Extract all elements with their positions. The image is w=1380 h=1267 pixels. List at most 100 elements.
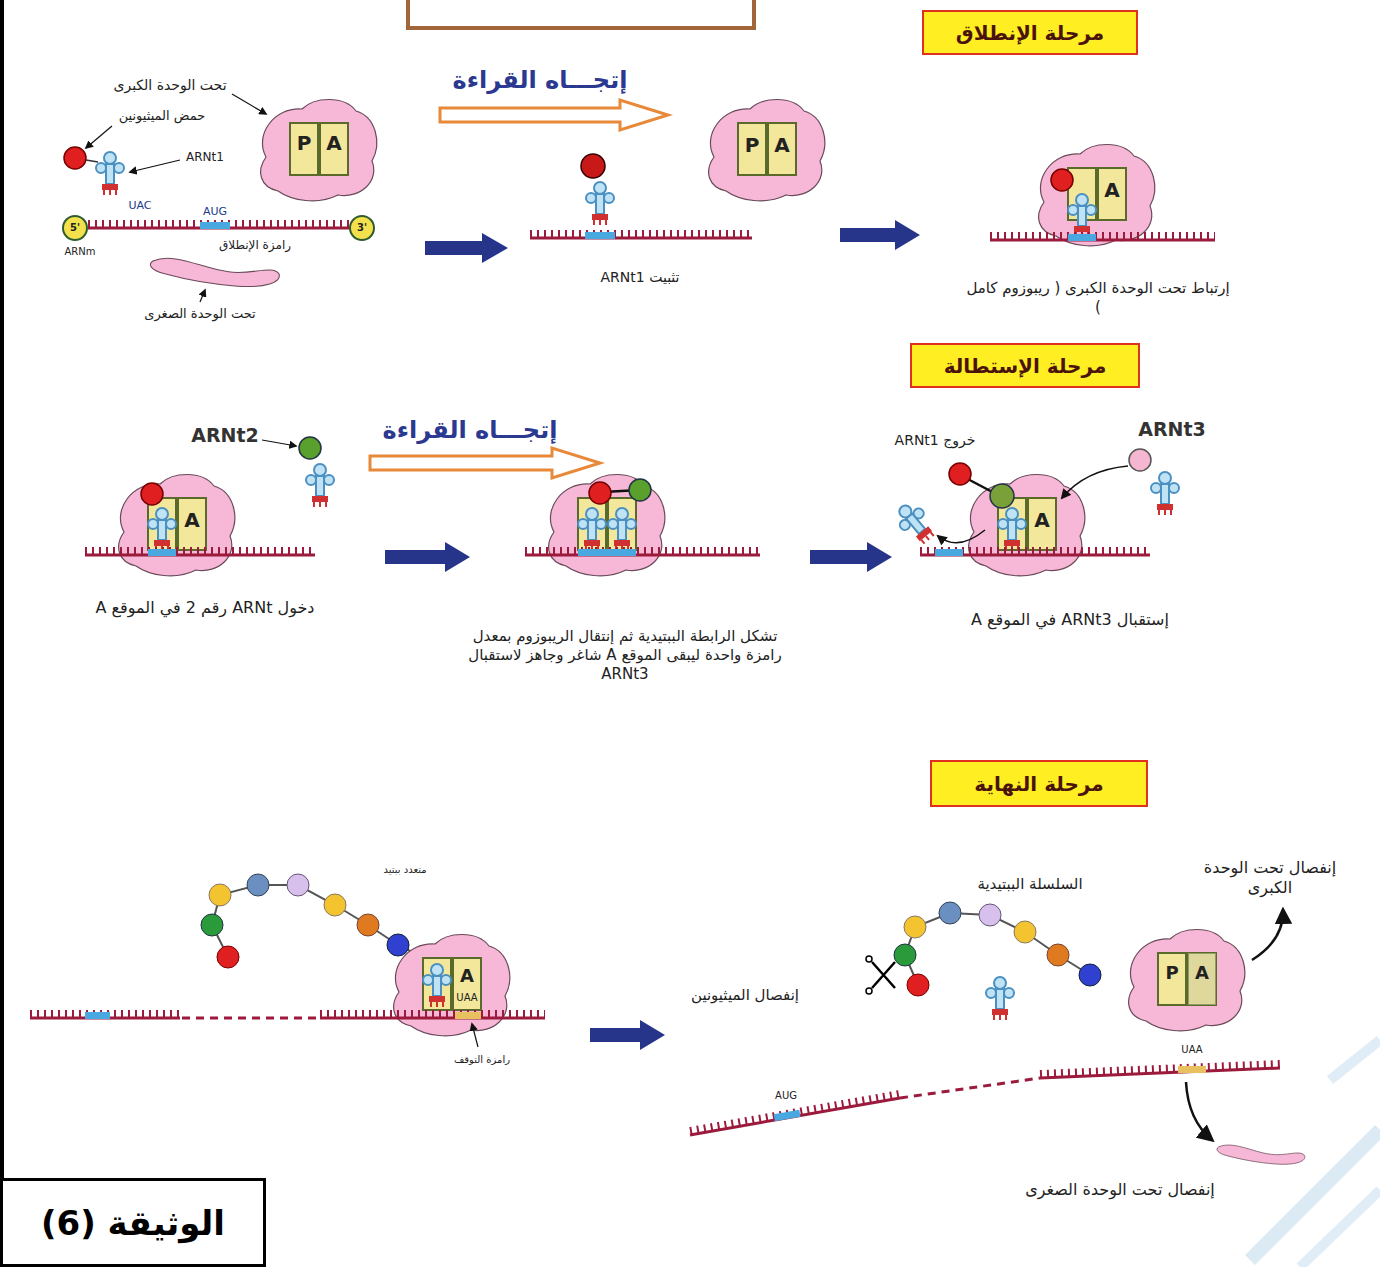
stage-box: مرحلة الإستطالة — [910, 343, 1140, 388]
trna-label: ARNt3 — [1138, 418, 1206, 442]
step-arrow — [425, 233, 508, 263]
termination-step-2 — [907, 974, 929, 996]
site-letter: A — [460, 965, 474, 988]
document-number: الوثيقة (6) — [41, 1203, 225, 1243]
termination-step-2 — [939, 902, 961, 924]
step-caption: إنفصال تحت الوحدة الكبرى — [1185, 858, 1355, 898]
step-arrow — [385, 542, 470, 572]
termination-step-2 — [900, 1078, 1040, 1098]
reading-direction-arrow — [440, 100, 668, 130]
termination-step-1 — [472, 1024, 478, 1047]
initiation-step-2 — [530, 230, 752, 238]
step-arrow — [590, 1020, 665, 1050]
stage-title: مرحلة النهاية — [974, 772, 1103, 796]
elongation-step-1 — [85, 554, 315, 557]
elongation-step-1 — [119, 475, 235, 576]
elongation-step-3 — [1062, 466, 1128, 498]
initiation-step-3 — [990, 145, 1215, 246]
initiation-step-1 — [86, 126, 112, 148]
strand-end-label: 3' — [357, 222, 367, 235]
watermark — [1250, 1040, 1380, 1267]
termination-step-1 — [182, 1017, 320, 1020]
termination-step-2 — [1047, 944, 1069, 966]
frame-lines — [2, 0, 754, 1180]
elongation-step-1 — [148, 508, 176, 551]
termination-step-2 — [774, 1110, 801, 1121]
termination-step-2 — [1188, 953, 1216, 1005]
part-label: ARNt1 — [186, 150, 224, 165]
termination-step-1 — [247, 874, 269, 896]
reading-direction-arrow — [370, 448, 600, 478]
stage-box: مرحلة النهاية — [930, 760, 1148, 807]
initiation-step-1 — [64, 147, 86, 169]
termination-step-2 — [894, 944, 916, 966]
initiation-step-1 — [130, 160, 180, 172]
initiation-step-1 — [261, 100, 377, 201]
elongation-step-1 — [141, 483, 163, 505]
frame-lines — [408, 0, 754, 28]
termination-step-1 — [387, 934, 409, 956]
site-letter: P — [745, 133, 760, 158]
direction-label: إتجـــاه القراءة — [453, 65, 628, 95]
part-label: متعدد ببتيد — [383, 864, 426, 877]
step-arrow — [590, 1020, 665, 1050]
step-caption: دخول ARNt رقم 2 في الموقع A — [96, 598, 315, 618]
termination-step-1 — [217, 946, 239, 968]
initiation-step-3 — [1039, 145, 1155, 246]
initiation-step-3 — [990, 232, 1215, 240]
termination-step-2 — [1252, 910, 1283, 960]
elongation-step-1 — [85, 547, 315, 555]
direction-label: إتجـــاه القراءة — [383, 415, 558, 445]
initiation-step-1 — [350, 216, 374, 240]
step-arrow — [385, 542, 470, 572]
termination-step-1 — [455, 1012, 481, 1019]
termination-step-2 — [1129, 930, 1245, 1031]
initiation-step-2 — [709, 100, 825, 201]
initiation-step-2 — [530, 237, 752, 240]
elongation-step-2 — [578, 549, 636, 556]
step-caption: إستقبال ARNt3 في الموقع A — [971, 610, 1169, 630]
termination-step-1 — [324, 894, 346, 916]
site-letter: A — [1195, 962, 1209, 985]
part-label: تحت الوحدة الصغرى — [144, 306, 255, 322]
termination-step-2 — [866, 956, 872, 962]
initiation-step-2 — [530, 100, 825, 240]
elongation-step-1 — [306, 464, 334, 507]
initiation-step-1 — [200, 290, 205, 302]
codon-label: AUG — [775, 1090, 797, 1103]
termination-step-2 — [1040, 1064, 1280, 1074]
reading-direction-arrow — [370, 448, 600, 478]
site-letter: A — [184, 508, 199, 533]
frame-lines — [0, 0, 4, 1180]
part-label: ARNm — [64, 246, 95, 259]
termination-step-1 — [423, 964, 451, 1007]
stage-box: مرحلة الإنطلاق — [922, 10, 1138, 55]
elongation-step-1 — [85, 437, 334, 576]
step-caption: تثبيت ARNt1 — [601, 269, 680, 287]
termination-step-1 — [209, 884, 231, 906]
initiation-step-1 — [88, 220, 350, 228]
elongation-step-2 — [589, 482, 611, 504]
anticodon-label: UAC — [128, 199, 151, 213]
initiation-step-3 — [1068, 194, 1096, 237]
reading-direction-arrow — [440, 100, 668, 130]
part-label: رامزة الإنطلاق — [219, 238, 291, 253]
step-caption: إنفصال الميثيونين — [691, 986, 799, 1005]
elongation-step-2 — [525, 547, 760, 555]
termination-step-1 — [30, 1010, 180, 1018]
termination-step-2 — [866, 988, 872, 994]
step-arrow — [810, 542, 892, 572]
elongation-step-2 — [629, 479, 651, 501]
initiation-step-1 — [200, 222, 230, 229]
elongation-step-2 — [525, 475, 760, 576]
site-letter: A — [326, 131, 341, 156]
site-letter: A — [1034, 508, 1049, 533]
part-label: رامزة التوقف — [454, 1054, 510, 1067]
elongation-step-3 — [998, 508, 1026, 551]
stage-title: مرحلة الإنطلاق — [956, 21, 1104, 45]
elongation-step-1 — [299, 437, 321, 459]
watermark — [1300, 1190, 1380, 1267]
step-arrow — [840, 220, 920, 250]
part-label: السلسلة الببتيدية — [977, 875, 1082, 894]
site-letter: A — [774, 133, 789, 158]
